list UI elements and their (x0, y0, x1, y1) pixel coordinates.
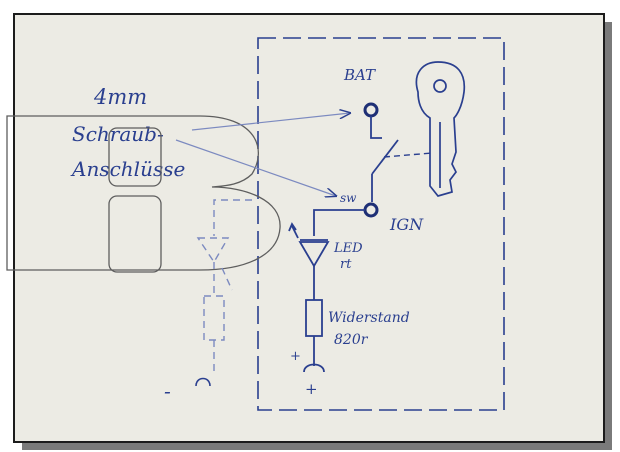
ign-wire (313, 209, 365, 236)
resistor-label: Widerstand (328, 310, 410, 326)
paper-sheet (13, 13, 605, 443)
arrow-to-bat (191, 113, 350, 131)
resistor-value-label: 820r (334, 332, 369, 348)
external-connector (195, 377, 211, 387)
minus-label: - (164, 379, 171, 403)
led-symbol (288, 222, 330, 300)
led-color-label: rt (340, 257, 352, 272)
plus-label: + (305, 380, 318, 398)
screw-label-line2: Anschlüsse (70, 157, 185, 181)
letter-b-outline-icon (6, 115, 281, 273)
plus-small-label: + (290, 349, 301, 364)
led-label: LED (333, 241, 363, 256)
screw-label-line1: Schraub- (72, 122, 164, 146)
mechanical-link (383, 152, 433, 158)
arrow-to-sw (175, 139, 336, 196)
housing-outline (257, 37, 505, 411)
mm-label: 4mm (93, 85, 147, 109)
ign-label: IGN (389, 215, 424, 234)
bat-label: BAT (343, 66, 376, 84)
sw-label: sw (340, 191, 357, 205)
external-circuit-sketch (196, 199, 252, 372)
bat-lead (370, 116, 382, 139)
key-icon (415, 61, 466, 197)
